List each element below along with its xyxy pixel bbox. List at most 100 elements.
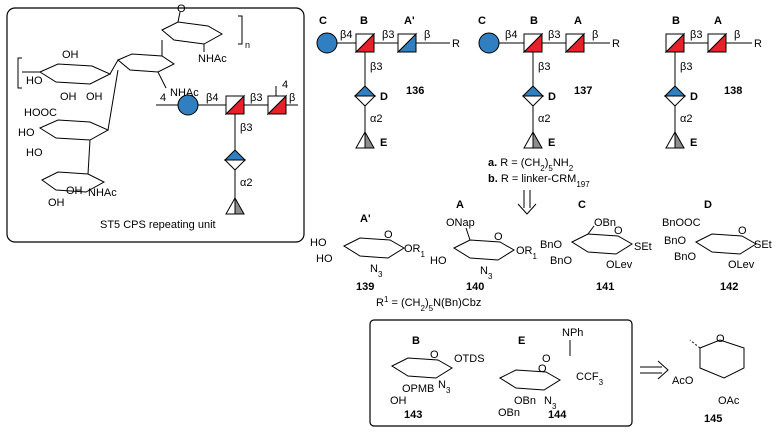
chain-unit-count: 4	[160, 92, 166, 104]
bb141-number: 141	[596, 281, 614, 293]
s136-triangle-b	[354, 32, 376, 54]
repeating-unit-panel: n O NHAc NHAc HO OH OH OH HOOC HO HO OH …	[6, 3, 305, 243]
bb142-set: SEt	[754, 239, 772, 251]
bond-bottom-gluc	[87, 139, 91, 175]
s138-letter-a: A	[714, 15, 722, 27]
s136-letter-b: B	[360, 15, 368, 27]
ring-left	[38, 63, 112, 85]
r-def-a: a. R = (CH2)5NH2	[488, 157, 574, 173]
pre143-otds: OTDS	[454, 353, 485, 365]
c145-ring	[699, 339, 745, 379]
pre144-n3: N3	[544, 395, 557, 411]
polymer-bracket-right	[238, 15, 243, 45]
pre144-o-ring: O	[538, 363, 547, 375]
pre144-letter: E	[518, 335, 525, 347]
structure-137: C B A β4 β3 β R β3 D 137 α2 E	[478, 15, 620, 149]
ring-bottom	[41, 171, 106, 193]
bb141-bno-1: BnO	[540, 239, 562, 251]
bb140-o: O	[494, 231, 503, 243]
bb139-ho-2: HO	[316, 253, 333, 265]
s137-letter-c: C	[478, 15, 486, 27]
s137-triangle-b	[522, 32, 544, 54]
bond-left-mid	[109, 59, 119, 75]
s138-r: R	[754, 38, 762, 50]
s137-triangle-a	[564, 32, 586, 54]
s138-number: 138	[724, 85, 742, 97]
bb139-n3: N3	[370, 263, 383, 279]
bb140-onap: ONap	[446, 217, 475, 229]
s136-link-de: α2	[370, 113, 382, 125]
chain-link-b4: β4	[206, 92, 218, 104]
chain-link-d: β3	[240, 122, 252, 134]
c145-oac: OAc	[718, 395, 740, 407]
ring-middle	[117, 53, 175, 73]
label-oh-1: OH	[62, 49, 79, 61]
s136-letter-a: A'	[404, 15, 415, 27]
bb140-ring	[452, 239, 515, 261]
bb140-ho: HO	[430, 255, 447, 267]
bb141-bond-obn	[587, 225, 595, 235]
s137-link-ar: β	[592, 29, 598, 41]
s137-letter-e: E	[548, 137, 555, 149]
pre143-letter: B	[412, 335, 420, 347]
bb141-set: SEt	[634, 241, 652, 253]
c145-methyl	[689, 339, 701, 349]
retro-arrow-down	[517, 190, 537, 215]
s138-link-ar: β	[734, 29, 740, 41]
s136-letter-c: C	[319, 15, 327, 27]
s136-circle-c	[316, 32, 338, 54]
s138-triangle-a	[706, 32, 728, 54]
s137-letter-d: D	[548, 91, 556, 103]
bb139-letter: A'	[360, 213, 371, 225]
pre144-obn-1: OBn	[514, 395, 536, 407]
label-oh-2: OH	[60, 91, 77, 103]
bb142-bno-2: BnO	[674, 251, 696, 263]
s136-diamond-d	[353, 85, 377, 107]
pre144-obn-2: OBn	[498, 407, 520, 419]
s137-number: 137	[574, 85, 592, 97]
chain-link-e: α2	[240, 177, 252, 189]
s136-link-bd: β3	[370, 61, 382, 73]
label-ho-2: HO	[18, 127, 35, 139]
bb139-ho-1: HO	[310, 237, 327, 249]
pre144-ccf3: CCF3	[576, 371, 604, 387]
s136-link-ba: β3	[382, 29, 394, 41]
precursor-frame	[369, 319, 633, 427]
pre143-oh: OH	[390, 395, 407, 407]
label-o-top: O	[177, 3, 186, 15]
pre144-ring	[498, 369, 561, 391]
pre143-o: O	[430, 349, 439, 361]
s138-letter-d: D	[690, 91, 698, 103]
pre144-nph: NPh	[562, 327, 583, 339]
bb139-ring	[342, 237, 405, 259]
pre143-opmb: OPMB	[402, 383, 434, 395]
r1-definition: R1 = (CH2)5N(Bn)Cbz	[376, 295, 481, 313]
s138-triangle-e	[665, 130, 685, 149]
r-def-b: b. R = linker-CRM197	[488, 173, 590, 189]
s138-letter-e: E	[690, 137, 697, 149]
bb142-bno-1: BnO	[664, 235, 686, 247]
label-oh-3: OH	[86, 91, 103, 103]
ring-glucuronic	[38, 119, 110, 141]
label-ho-1: HO	[26, 75, 43, 87]
c145-number: 145	[704, 413, 722, 425]
chain-keto-4: 4	[282, 79, 288, 91]
carbonyl-top	[177, 11, 181, 23]
bb140-letter: A	[456, 199, 464, 211]
structure-136: C B A' β4 β3 β R β3 D 136 α2 E	[316, 15, 460, 149]
chain-link-b3: β3	[250, 92, 262, 104]
retro-arrow-right	[640, 360, 669, 380]
bond-nhac-mid	[157, 71, 167, 89]
bb140-n3: N3	[480, 265, 493, 281]
building-block-140: A ONap HO O OR1 N3 140	[430, 199, 538, 293]
polymer-n: n	[245, 40, 250, 50]
bond-gluc-mid	[107, 69, 119, 131]
s136-link-cb: β4	[340, 29, 352, 41]
s137-circle-c	[478, 32, 500, 54]
s137-r: R	[612, 38, 620, 50]
chain-triangle-e	[225, 196, 245, 215]
s137-letter-a: A	[574, 15, 582, 27]
structure-138: B A β3 β R β3 D 138 α2 E	[663, 15, 762, 149]
